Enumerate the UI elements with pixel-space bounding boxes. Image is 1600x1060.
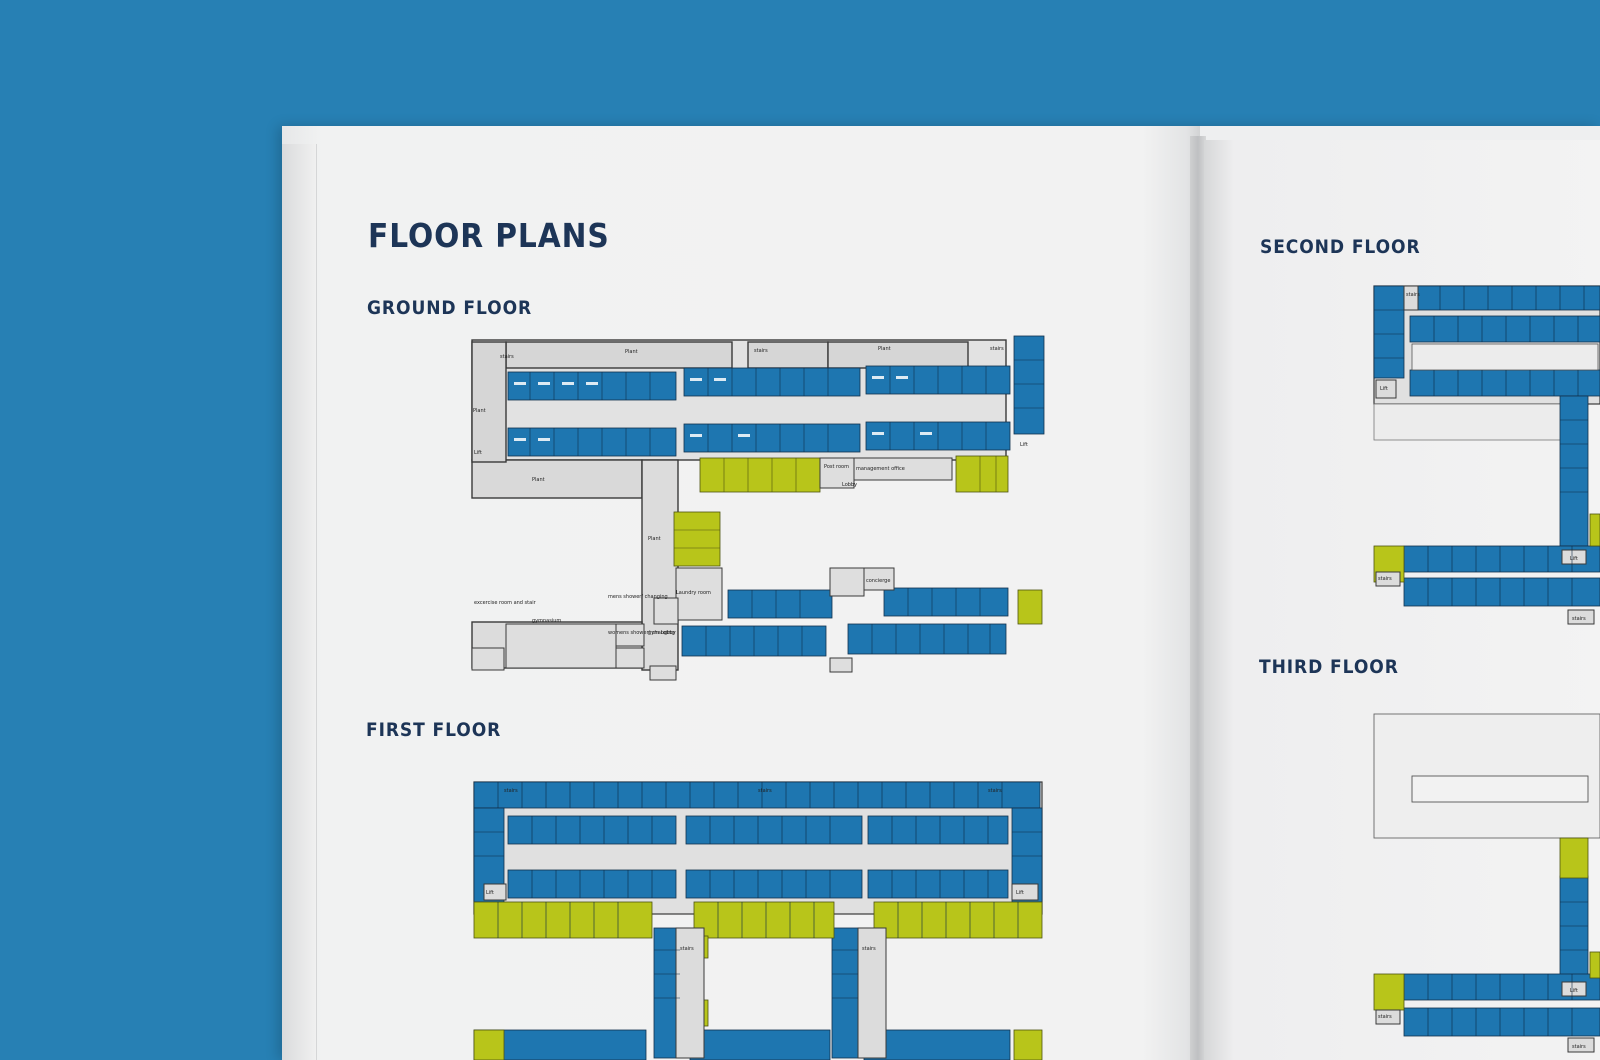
label-plant-column: Plant [648,536,661,542]
third-label-stairs-2: stairs [1572,1044,1586,1050]
first-cores [483,883,1039,1059]
first-blue-rows [473,781,1043,1060]
label-gym-lobby: gym Lobby [648,630,676,636]
second-blue-rows [1373,285,1600,607]
label-plant-mid: Plant [532,477,545,483]
first-label-stairs-5: stairs [862,946,876,952]
third-label-stairs-1: stairs [1378,1014,1392,1020]
label-post-room: Post room [824,464,849,470]
second-label-lift-1: Lift [1380,386,1388,392]
label-concierge: concierge [866,578,890,584]
first-label-stairs-4: stairs [680,946,694,952]
first-label-lift-2: Lift [1016,890,1024,896]
label-gymnasium: gymnasium [532,618,561,624]
third-floor-plan: stairs Lift stairs [1373,713,1600,1053]
first-floor-heading: FIRST FLOOR [366,719,502,741]
label-lobby: Lobby [842,482,857,488]
ground-floor-plan: Plant Plant Plant Plant Plant stairs sta… [471,335,1045,681]
ground-service-rooms [471,457,953,681]
first-room-dividers [474,782,1042,999]
label-mens-changing: mens shower/ changing [608,594,668,600]
ground-floor-heading: GROUND FLOOR [367,297,533,319]
label-stairs-1: stairs [500,354,514,360]
second-label-lift-2: Lift [1570,556,1578,562]
first-label-stairs-2: stairs [758,788,772,794]
first-label-stairs-1: stairs [504,788,518,794]
label-stairs-3: stairs [990,346,1004,352]
second-label-stairs-1: stairs [1406,292,1420,298]
third-blue-rows [1403,875,1600,1037]
third-floor-heading: THIRD FLOOR [1259,656,1399,678]
page-title: FLOOR PLANS [368,216,610,255]
label-management-office: management office [856,466,905,472]
second-label-stairs-2: stairs [1378,576,1392,582]
label-plant-top: Plant [625,349,638,355]
label-lift-1: Lift [474,450,482,456]
label-laundry-room: Laundry room [676,590,711,596]
second-floor-heading: SECOND FLOOR [1260,236,1421,258]
ground-green-rooms [673,455,1043,625]
first-label-stairs-3: stairs [988,788,1002,794]
label-womens-changing: womens shower/ changing [608,630,675,636]
label-exercise-room: excercise room and stair [474,600,537,606]
third-label-lift: Lift [1570,988,1578,994]
second-floor-plan: stairs Lift stairs Lift stairs [1373,285,1600,625]
page-edge [282,144,317,1060]
label-stairs-2: stairs [754,348,768,354]
ground-room-dividers [529,359,1044,656]
first-label-lift-1: Lift [486,890,494,896]
book-gutter [1190,136,1206,1060]
ground-room-labels-dots [514,376,932,441]
second-label-stairs-3: stairs [1572,616,1586,622]
label-lift-2: Lift [1020,442,1028,448]
label-plant-top-right: Plant [878,346,891,352]
label-plant-left: Plant [473,408,486,414]
first-floor-plan: stairs stairs stairs Lift Lift stairs st… [473,781,1043,1060]
